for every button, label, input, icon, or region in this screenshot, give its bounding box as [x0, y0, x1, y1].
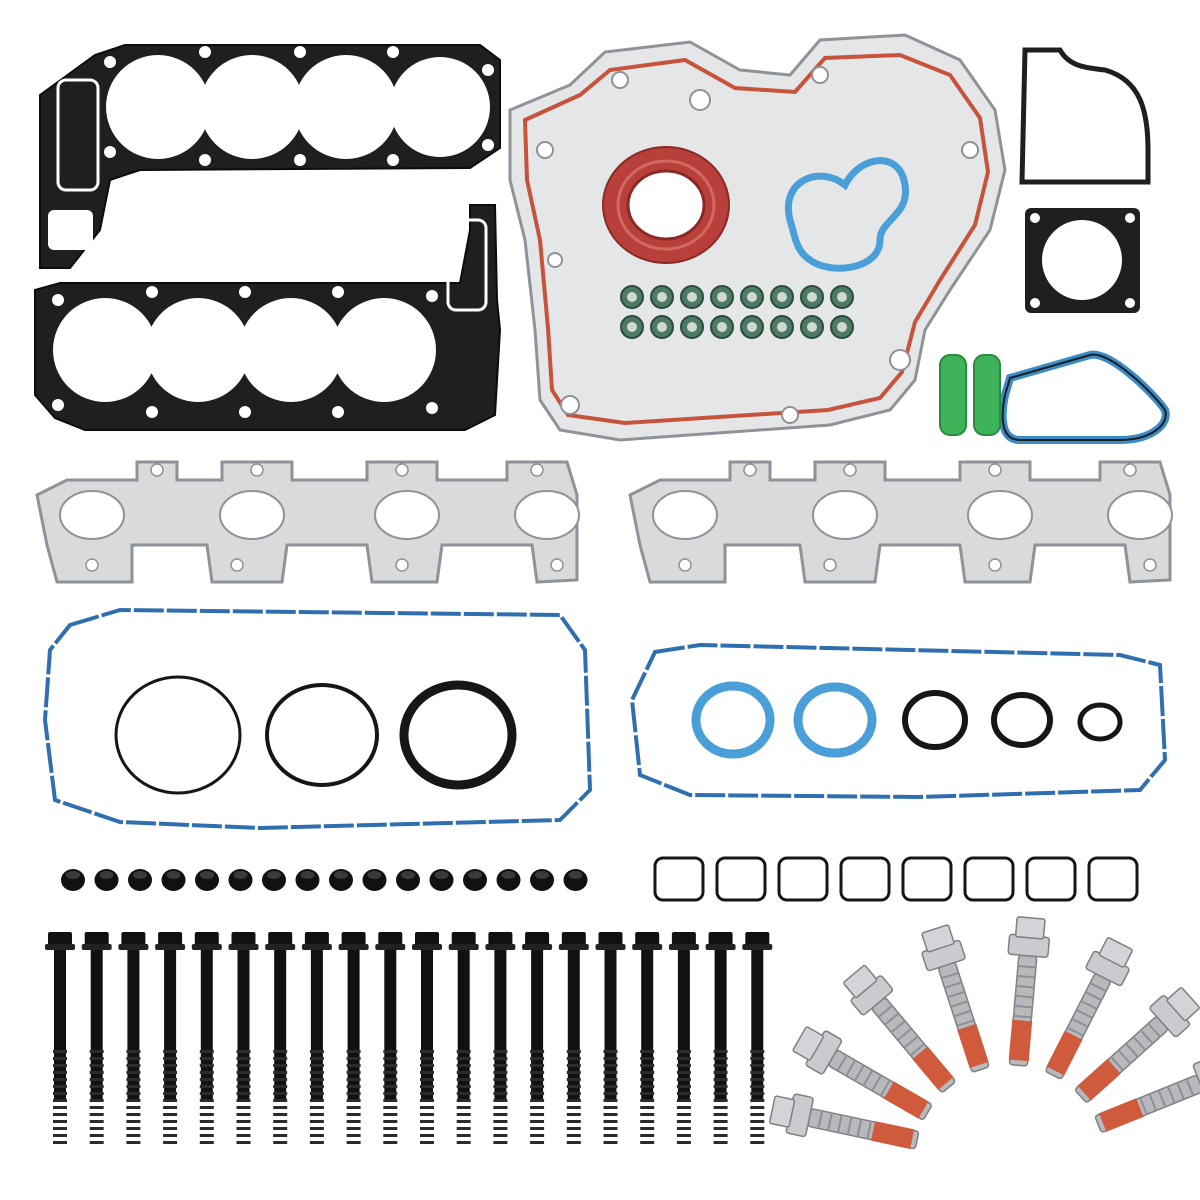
- head-bolt: [595, 932, 626, 1144]
- head-bolt: [228, 932, 259, 1144]
- tube-seal: [901, 856, 953, 902]
- throttle-body-gasket: [1025, 208, 1140, 313]
- grommet: [262, 869, 286, 891]
- flange-bolt: [792, 1026, 932, 1120]
- flange-bolt: [1094, 1057, 1200, 1133]
- tube-seal: [1025, 856, 1077, 902]
- head-bolt: [412, 932, 442, 1144]
- o-rings-right: [691, 681, 1123, 759]
- valve-cover-gasket-right: [629, 642, 1168, 800]
- valve-stem-seal: [650, 285, 674, 309]
- head-bolt: [668, 932, 699, 1144]
- tube-seal: [715, 856, 767, 902]
- grommet: [429, 869, 454, 891]
- head-bolt: [45, 932, 75, 1144]
- valve-stem-seal: [740, 315, 764, 339]
- valve-stem-seal: [710, 315, 734, 339]
- head-bolt: [522, 932, 553, 1144]
- head-bolt: [118, 932, 149, 1144]
- grommet: [496, 869, 521, 891]
- head-bolt: [301, 932, 332, 1144]
- flange-bolt: [921, 924, 990, 1073]
- tube-seal: [777, 856, 829, 902]
- head-bolt: [558, 932, 589, 1144]
- thermostat-housing-gasket: [1019, 47, 1151, 185]
- grommet: [61, 869, 85, 891]
- head-bolt: [265, 932, 296, 1144]
- head-bolt: [155, 932, 186, 1144]
- valve-stem-seal: [710, 285, 734, 309]
- valve-stem-seal: [800, 315, 824, 339]
- grommet: [563, 869, 588, 891]
- flange-bolt: [1075, 987, 1200, 1103]
- head-bolt: [742, 932, 773, 1144]
- valve-stem-seal: [680, 285, 704, 309]
- grommet: [94, 869, 119, 891]
- flange-bolt: [1007, 916, 1051, 1067]
- head-bolt: [448, 932, 479, 1144]
- crankshaft-seal: [602, 146, 730, 264]
- valve-stem-seal: [800, 285, 824, 309]
- flange-bolt: [843, 964, 956, 1093]
- head-bolts: [45, 932, 773, 1144]
- head-gasket-lower: [34, 204, 502, 431]
- head-bolt: [705, 932, 736, 1144]
- flange-bolt: [1045, 937, 1133, 1080]
- tube-seal: [1087, 856, 1139, 902]
- head-bolt: [485, 932, 516, 1144]
- grommets-row: [61, 869, 588, 891]
- grommet: [329, 869, 353, 891]
- o-rings-left: [114, 675, 517, 795]
- head-bolt: [375, 932, 406, 1144]
- exhaust-manifold-gasket-right: [628, 460, 1173, 584]
- valve-stem-seal: [680, 315, 704, 339]
- valve-stem-seal: [740, 285, 764, 309]
- head-bolt: [632, 932, 663, 1144]
- valve-stem-seal: [770, 285, 794, 309]
- tube-seal: [963, 856, 1015, 902]
- grommet: [161, 869, 186, 891]
- grommet: [295, 869, 320, 891]
- valve-stem-seal: [830, 315, 854, 339]
- head-gasket-upper: [39, 44, 501, 269]
- grommet: [463, 869, 487, 891]
- grommet: [228, 869, 253, 891]
- valve-stem-seals: [620, 285, 854, 339]
- grommet: [396, 869, 420, 891]
- valve-stem-seal: [620, 315, 644, 339]
- grommet: [128, 869, 152, 891]
- water-pump-gasket: [784, 157, 909, 272]
- tube-seal: [653, 856, 705, 902]
- tube-seal: [839, 856, 891, 902]
- spark-plug-tube-seals: [653, 856, 1139, 902]
- grommet: [195, 869, 219, 891]
- flange-bolt: [769, 1093, 920, 1150]
- valve-stem-seal: [830, 285, 854, 309]
- green-seal-tubes: [939, 354, 1001, 436]
- valve-stem-seal: [650, 315, 674, 339]
- head-bolt: [338, 932, 369, 1144]
- exhaust-manifold-gasket-left: [35, 460, 580, 584]
- flange-bolts: [769, 916, 1200, 1150]
- valve-stem-seal: [620, 285, 644, 309]
- grommet: [362, 869, 387, 891]
- head-bolt: [81, 932, 112, 1144]
- head-bolt: [191, 932, 222, 1144]
- grommet: [530, 869, 554, 891]
- valve-stem-seal: [770, 315, 794, 339]
- thermostat-gasket-triangle: [998, 350, 1170, 444]
- valve-cover-gasket-left: [42, 607, 593, 831]
